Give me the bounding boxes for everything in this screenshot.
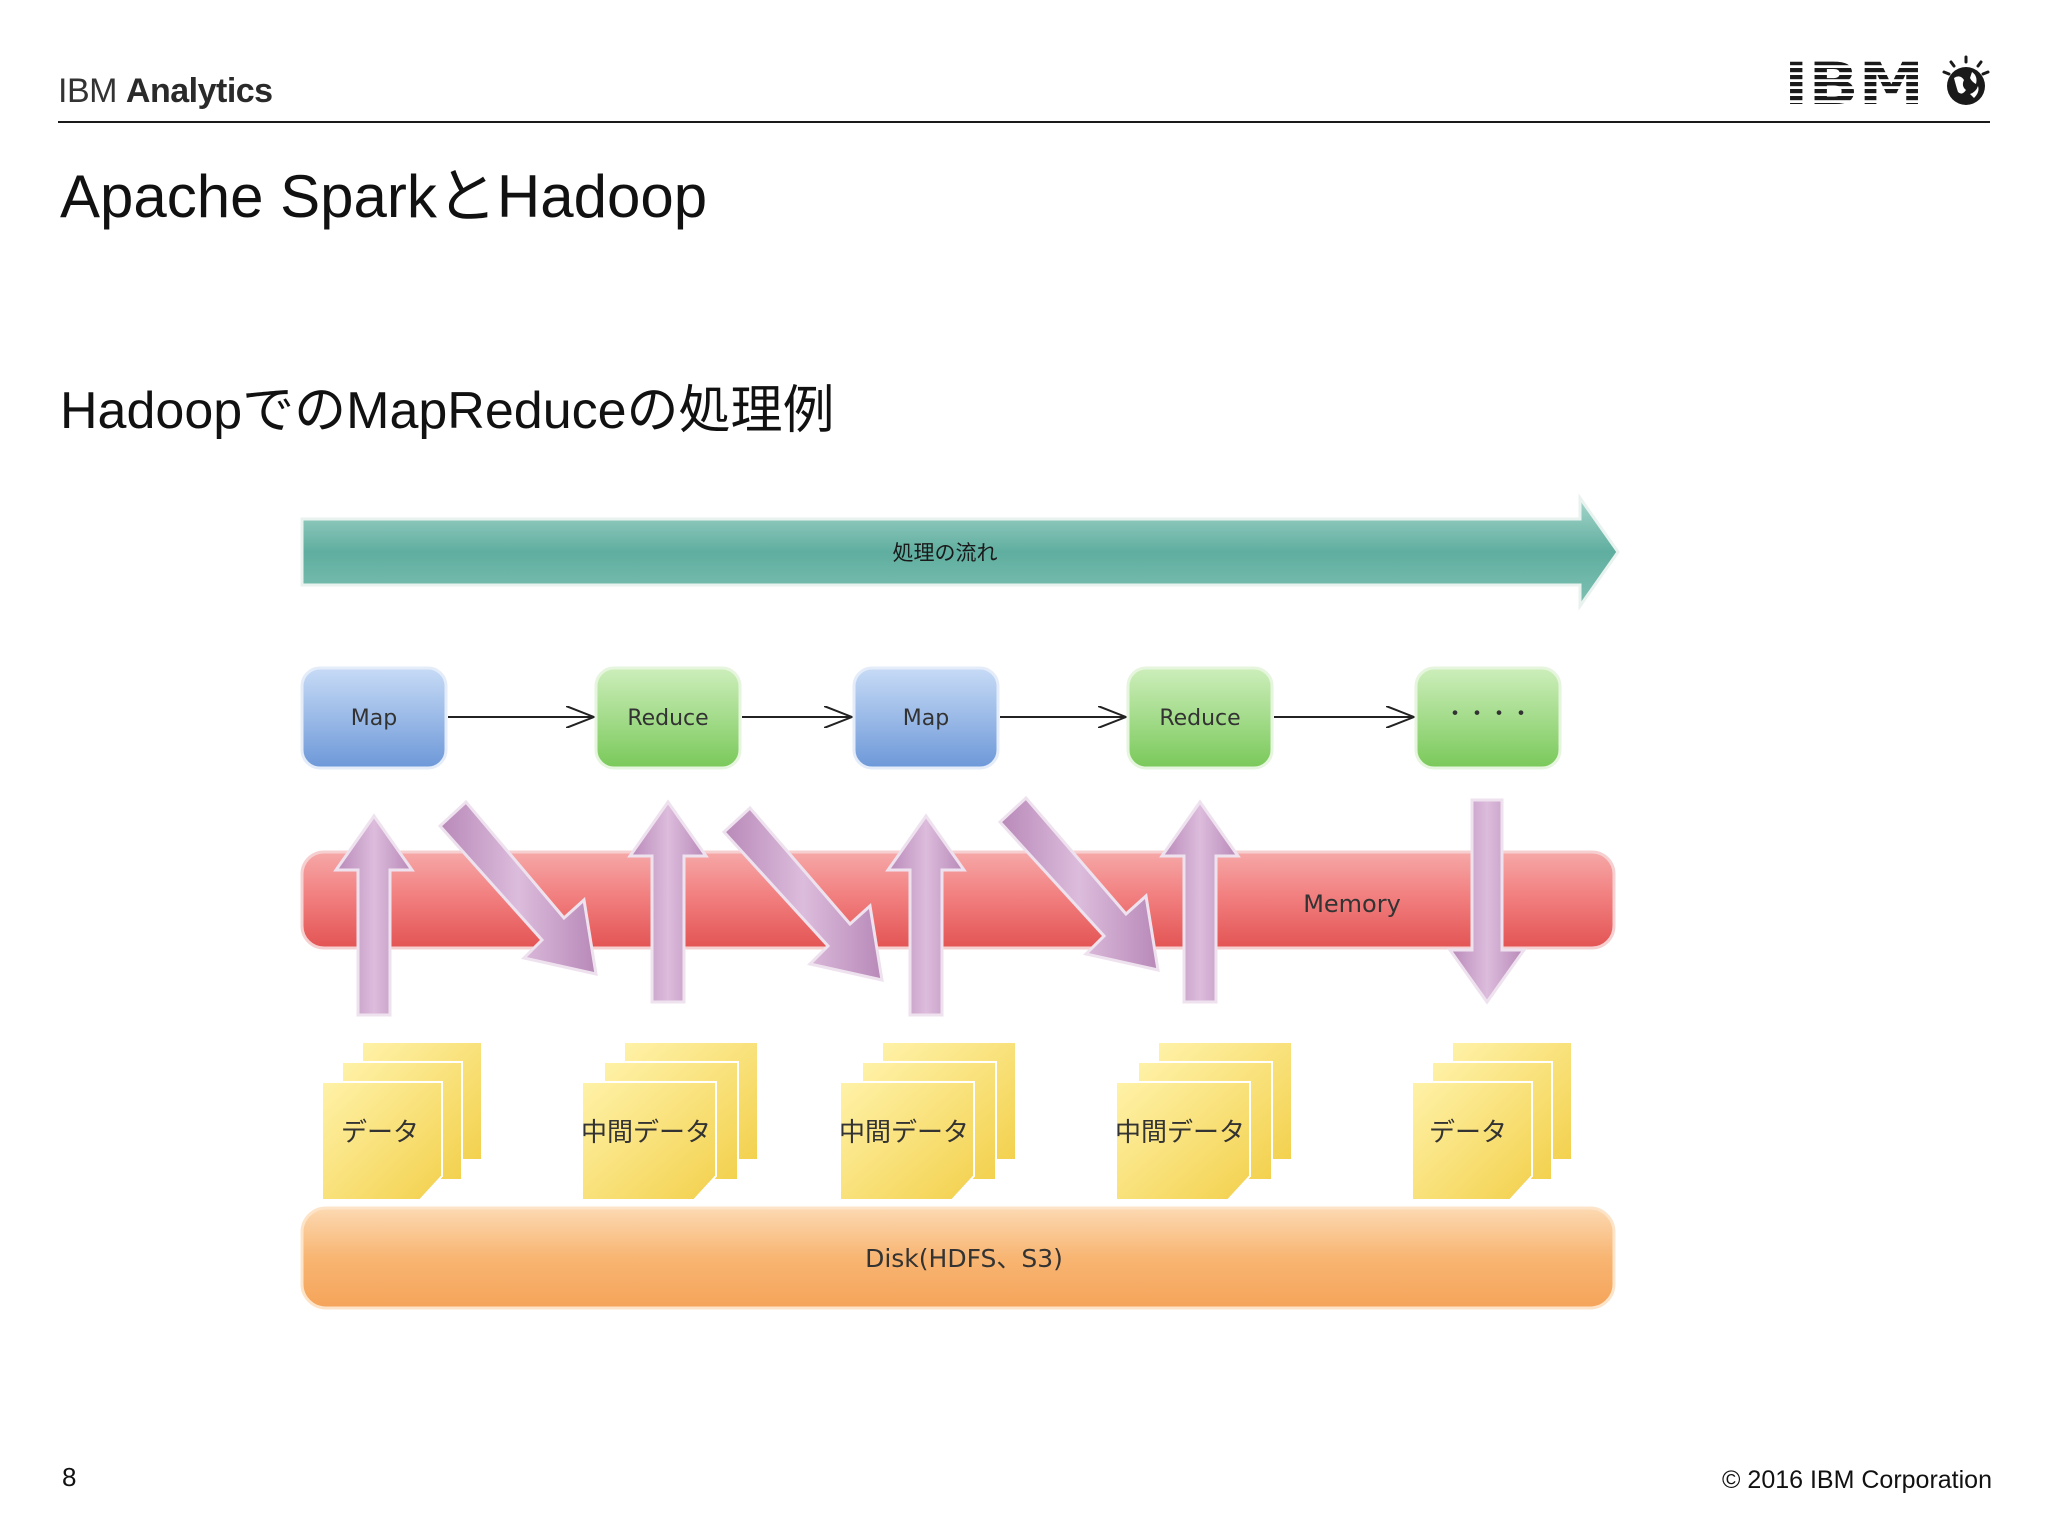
data-stack-5: データ — [1411, 1041, 1573, 1201]
transfer-arrows — [333, 795, 1527, 1017]
data-stack-2: 中間データ — [581, 1041, 759, 1201]
stage-ellipsis: ・・・・ — [1414, 666, 1562, 770]
down-arrow-5 — [1447, 798, 1527, 1005]
brand-prefix: IBM — [58, 72, 117, 110]
diagonal-arrow-3 — [997, 795, 1160, 972]
stage-map-1: Map — [300, 666, 448, 770]
flow-label: 処理の流れ — [893, 541, 998, 565]
disk-band: Disk(HDFS、S3) — [300, 1206, 1616, 1310]
stage-label: Reduce — [627, 706, 708, 731]
stage-label: Map — [903, 706, 949, 731]
up-arrow-3 — [885, 813, 967, 1017]
data-stack-3: 中間データ — [839, 1041, 1017, 1201]
data-stack-1: データ — [321, 1041, 483, 1201]
data-label: データ — [1429, 1118, 1507, 1148]
globe-icon — [1942, 55, 1990, 105]
stage-map-2: Map — [852, 666, 1000, 770]
slide-title: Apache SparkとHadoop — [60, 163, 708, 230]
flow-arrow: 処理の流れ — [300, 493, 1620, 611]
data-stack-4: 中間データ — [1115, 1041, 1293, 1201]
page-number: 8 — [62, 1462, 77, 1492]
disk-label: Disk(HDFS、S3) — [865, 1244, 1063, 1273]
data-label: 中間データ — [839, 1118, 969, 1148]
brand-suffix: Analytics — [125, 72, 273, 110]
brand-wordmark: IBM Analytics — [58, 72, 273, 111]
stage-label: ・・・・ — [1444, 702, 1532, 727]
copyright-notice: © 2016 IBM Corporation — [1722, 1466, 1992, 1494]
stage-label: Map — [351, 706, 397, 731]
memory-band: Memory — [300, 850, 1616, 950]
memory-label: Memory — [1303, 890, 1401, 918]
diagonal-arrow-2 — [721, 805, 884, 982]
stage-reduce-2: Reduce — [1126, 666, 1274, 770]
slide-subtitle: HadoopでのMapReduceの処理例 — [60, 382, 835, 440]
up-arrow-1 — [333, 813, 415, 1017]
stage-label: Reduce — [1159, 706, 1240, 731]
data-label: 中間データ — [1115, 1118, 1245, 1148]
diagonal-arrow-1 — [437, 799, 598, 976]
up-arrow-2 — [627, 799, 709, 1004]
ibm-logo: IBM — [1784, 54, 1990, 112]
data-label: データ — [341, 1118, 419, 1148]
data-label: 中間データ — [581, 1118, 711, 1148]
header-divider — [58, 121, 1990, 123]
up-arrow-4 — [1159, 799, 1241, 1004]
logo-wordmark: IBM — [1784, 54, 1924, 112]
stage-reduce-1: Reduce — [594, 666, 742, 770]
